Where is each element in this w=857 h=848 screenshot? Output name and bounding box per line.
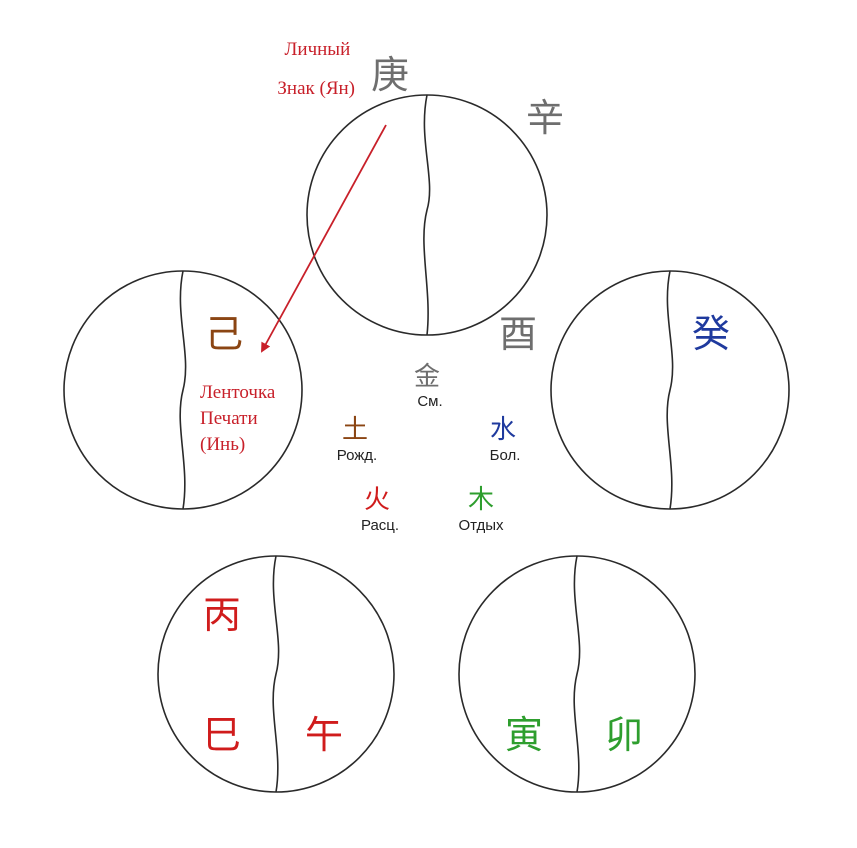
circle-top <box>306 94 548 336</box>
glyph-yin: 寅 <box>505 713 543 757</box>
glyph-xin: 辛 <box>526 96 564 140</box>
element-metal-label: См. <box>417 393 442 410</box>
element-water-label: Бол. <box>490 447 521 464</box>
element-wood-label: Отдых <box>458 517 504 534</box>
glyph-si: 巳 <box>203 713 241 757</box>
glyph-geng: 庚 <box>371 53 409 97</box>
element-fire-label: Расц. <box>361 517 399 534</box>
element-fire-char: 火 <box>364 485 390 515</box>
glyph-gui: 癸 <box>692 312 730 356</box>
element-water-char: 水 <box>490 415 516 445</box>
glyph-ji: 己 <box>205 312 243 356</box>
glyph-you: 酉 <box>499 312 537 356</box>
element-earth-label: Рожд. <box>337 447 377 464</box>
element-wood-char: 木 <box>468 485 494 515</box>
glyph-wu: 午 <box>305 713 343 757</box>
glyph-bing: 丙 <box>203 593 241 637</box>
circle-bottom-left <box>157 555 395 793</box>
annotation-seal-ribbon: Ленточка Печати (Инь) <box>200 382 280 455</box>
annotation-arrow <box>261 124 387 353</box>
circle-bottom-right <box>458 555 696 793</box>
circle-left <box>63 270 303 510</box>
element-metal-char: 金 <box>414 362 440 392</box>
annotation-personal-sign: Личный Знак (Ян) <box>277 39 355 99</box>
element-earth-char: 土 <box>342 415 368 445</box>
circle-right <box>550 270 790 510</box>
glyph-mao: 卯 <box>605 713 643 757</box>
